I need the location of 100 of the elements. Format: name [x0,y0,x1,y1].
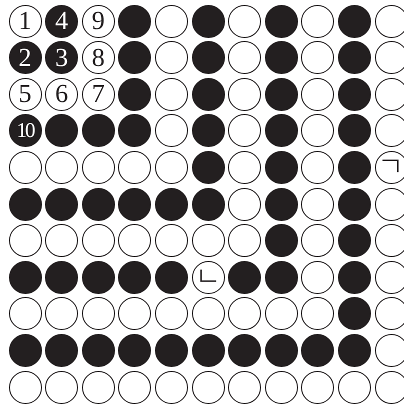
filled-circle [228,334,262,367]
outlined-circle [264,370,298,404]
filled-circle [338,224,371,258]
outlined-circle [82,150,115,184]
outlined-circle [301,188,334,220]
labeled-circle: 7 [82,78,115,111]
outlined-circle [374,78,404,111]
outlined-circle [8,370,42,404]
outlined-circle [228,150,262,184]
filled-circle [264,150,298,184]
filled-circle [45,188,78,220]
outlined-circle [82,224,115,258]
outlined-circle [338,370,371,404]
filled-circle [82,114,115,148]
outlined-circle [45,224,78,258]
filled-circle [8,188,42,220]
filled-circle [118,260,152,294]
outlined-circle [8,150,42,184]
filled-circle [192,150,224,184]
outlined-circle [301,370,334,404]
filled-circle [82,334,115,367]
filled-circle [154,188,188,220]
labeled-circle: 5 [8,78,42,111]
filled-circle [228,260,262,294]
outlined-circle [374,260,404,294]
outlined-circle [82,297,115,330]
filled-circle [264,4,298,38]
labeled-circle: 1 [8,4,42,38]
filled-circle [338,334,371,367]
outlined-circle [228,114,262,148]
filled-circle [118,188,152,220]
outlined-circle [82,370,115,404]
filled-circle [118,4,152,38]
filled-circle [8,334,42,367]
filled-circle [338,150,371,184]
filled-circle [154,334,188,367]
filled-circle [45,114,78,148]
outlined-circle [374,114,404,148]
outlined-circle [301,224,334,258]
outlined-circle [192,297,224,330]
outlined-circle [301,297,334,330]
outlined-circle [301,78,334,111]
labeled-circle: 9 [82,4,115,38]
filled-circle [264,41,298,74]
outlined-circle [118,370,152,404]
outlined-circle [45,150,78,184]
outlined-circle [154,224,188,258]
outlined-circle [8,224,42,258]
labeled-circle: 2 [8,41,42,74]
outlined-circle [8,297,42,330]
outlined-circle [264,297,298,330]
outlined-circle [228,78,262,111]
filled-circle [154,260,188,294]
outlined-circle [301,41,334,74]
outlined-circle [374,41,404,74]
filled-circle [264,260,298,294]
outlined-circle [192,370,224,404]
filled-circle [118,114,152,148]
filled-circle [264,188,298,220]
labeled-circle: ㄱ [374,150,404,184]
filled-circle [264,78,298,111]
filled-circle [82,188,115,220]
outlined-circle [301,4,334,38]
outlined-circle [228,4,262,38]
filled-circle [192,4,224,38]
filled-circle [264,334,298,367]
filled-circle [338,114,371,148]
labeled-circle: ㄴ [192,260,224,294]
outlined-circle [301,114,334,148]
outlined-circle [154,150,188,184]
filled-circle [82,260,115,294]
filled-circle [338,297,371,330]
filled-circle [338,188,371,220]
outlined-circle [228,370,262,404]
filled-circle [338,41,371,74]
outlined-circle [374,4,404,38]
labeled-circle: 10 [8,114,42,148]
filled-circle [338,78,371,111]
filled-circle [192,41,224,74]
outlined-circle [228,41,262,74]
filled-circle [264,114,298,148]
outlined-circle [301,150,334,184]
outlined-circle [118,297,152,330]
outlined-circle [374,334,404,367]
outlined-circle [374,188,404,220]
filled-circle [45,260,78,294]
filled-circle [45,334,78,367]
outlined-circle [154,78,188,111]
outlined-circle [228,224,262,258]
outlined-circle [374,297,404,330]
outlined-circle [374,370,404,404]
outlined-circle [118,224,152,258]
filled-circle [118,78,152,111]
filled-circle [338,260,371,294]
labeled-circle: 3 [45,41,78,74]
outlined-circle [154,370,188,404]
outlined-circle [118,150,152,184]
outlined-circle [154,297,188,330]
labeled-circle: 8 [82,41,115,74]
outlined-circle [154,4,188,38]
